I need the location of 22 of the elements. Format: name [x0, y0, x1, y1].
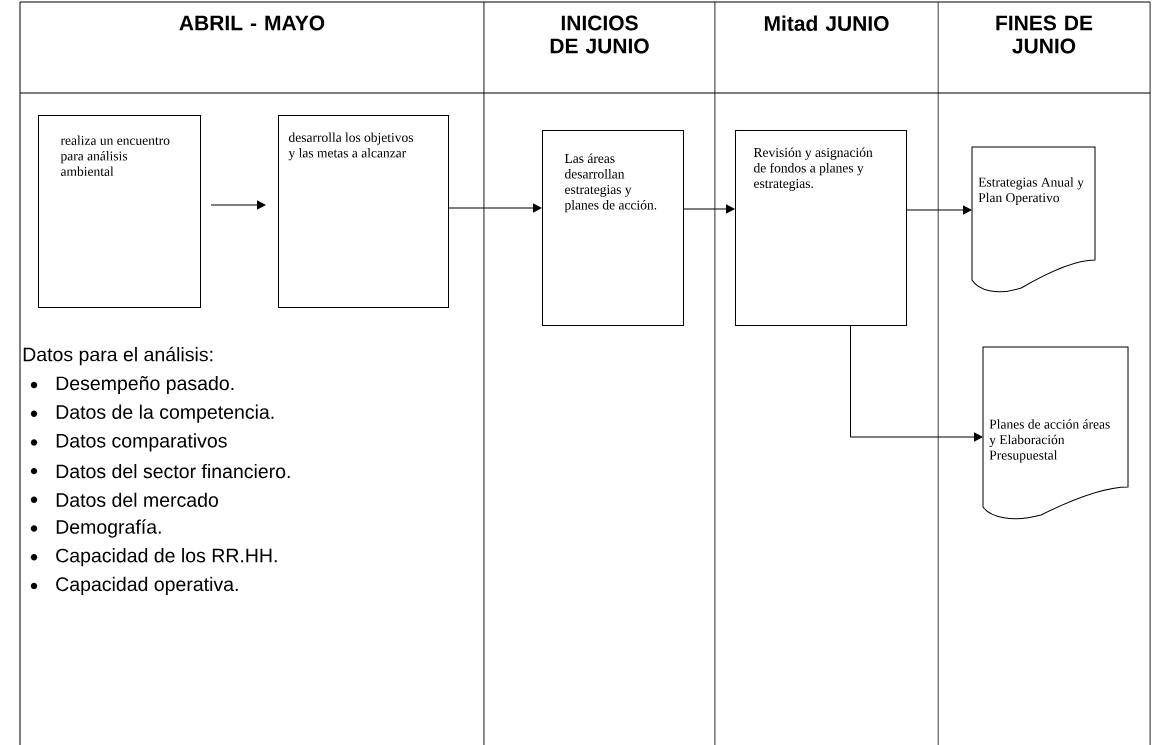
arrow — [906, 205, 972, 215]
bullet-item: Capacidad de los RR.HH. — [56, 548, 277, 567]
list-heading: Datos para el análisis: — [23, 346, 213, 366]
column-header: Mitad JUNIO — [764, 15, 889, 31]
arrow — [850, 325, 983, 442]
bullet-item: Datos del sector financiero. — [56, 463, 290, 479]
process-box: Las áreas desarrollan estrategias y planes de acción. — [542, 130, 684, 326]
bullet-item: Datos comparativos — [56, 433, 227, 452]
process-box: Revisión y asignación de fondos a planes y estrategias. — [735, 130, 907, 326]
bullet-item: Desempeño pasado. — [56, 375, 234, 395]
bullet-item: Datos de la competencia. — [56, 404, 274, 423]
bullet-item: Datos del mercado — [56, 492, 218, 507]
arrow — [683, 204, 735, 214]
bullet-item: Capacidad operativa. — [56, 576, 238, 595]
process-box: realiza un encuentro para análisis ambiental — [38, 115, 201, 308]
bullet-item: Demografía. — [56, 519, 161, 538]
column-header: INICIOS DE JUNIO — [550, 15, 649, 54]
column-header: FINES DE JUNIO — [996, 15, 1093, 54]
arrow — [448, 203, 542, 213]
arrow — [210, 200, 266, 210]
process-box: desarrolla los objetivos y las metas a alcanzar — [278, 115, 449, 308]
column-header: ABRIL - MAYO — [179, 15, 325, 31]
